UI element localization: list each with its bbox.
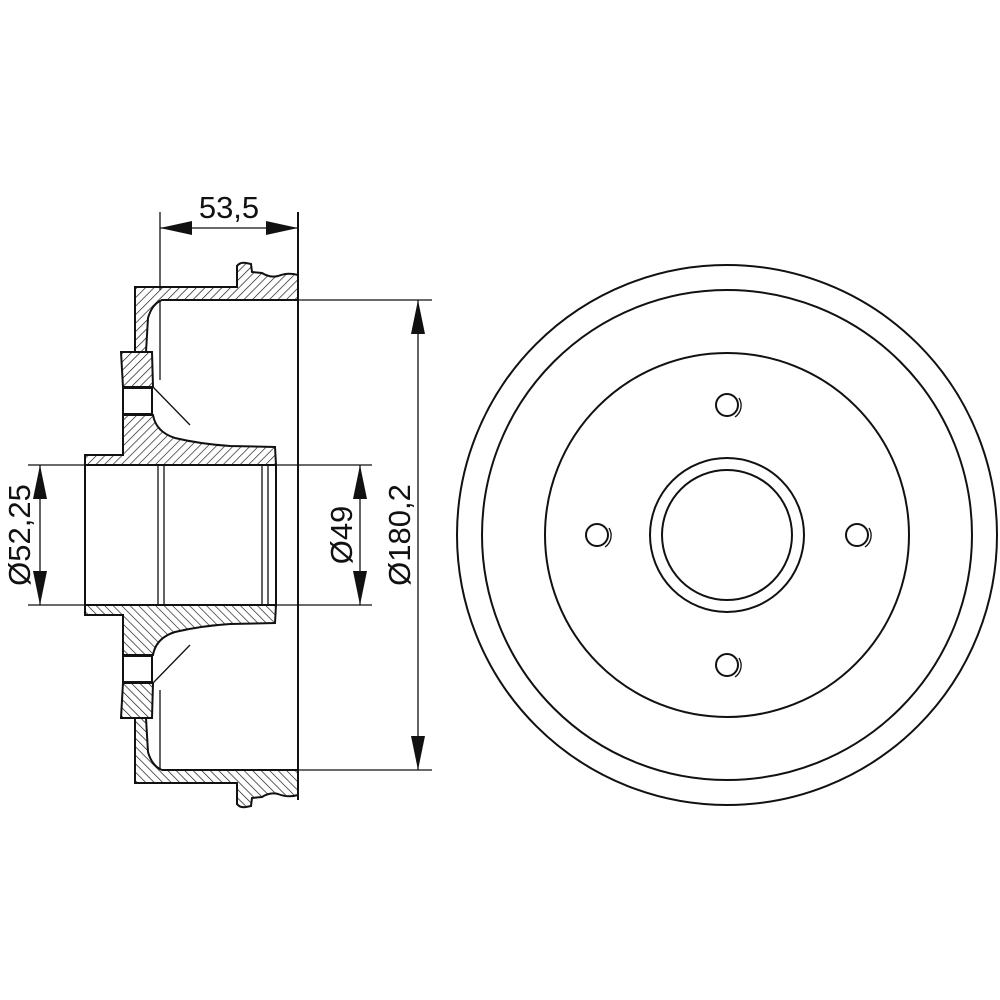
hub-face-circle (544, 352, 910, 718)
drum-inner-circle (481, 289, 973, 781)
dimension-width: 53,5 (160, 190, 298, 235)
center-bore-outer (649, 457, 805, 613)
bolt-hole (715, 653, 742, 678)
bolt-hole (585, 523, 612, 548)
front-view (456, 264, 998, 806)
width-label: 53,5 (199, 190, 259, 225)
bore-inner-label: Ø49 (324, 506, 359, 565)
drum-outer-circle (456, 264, 998, 806)
drum-diameter-label: Ø180,2 (382, 484, 417, 586)
bolt-hole (845, 523, 872, 548)
side-section-view (84, 212, 299, 809)
dimension-bore-inner: Ø49 (276, 464, 372, 606)
dimension-bore-outer: Ø52,25 (2, 464, 85, 606)
center-bore-inner (661, 469, 793, 601)
section-top-half (84, 261, 299, 466)
bolt-hole (715, 393, 742, 418)
bore-outer-label: Ø52,25 (2, 484, 37, 586)
dimension-drum-diameter: Ø180,2 (298, 299, 432, 771)
section-bottom-half (84, 604, 299, 809)
